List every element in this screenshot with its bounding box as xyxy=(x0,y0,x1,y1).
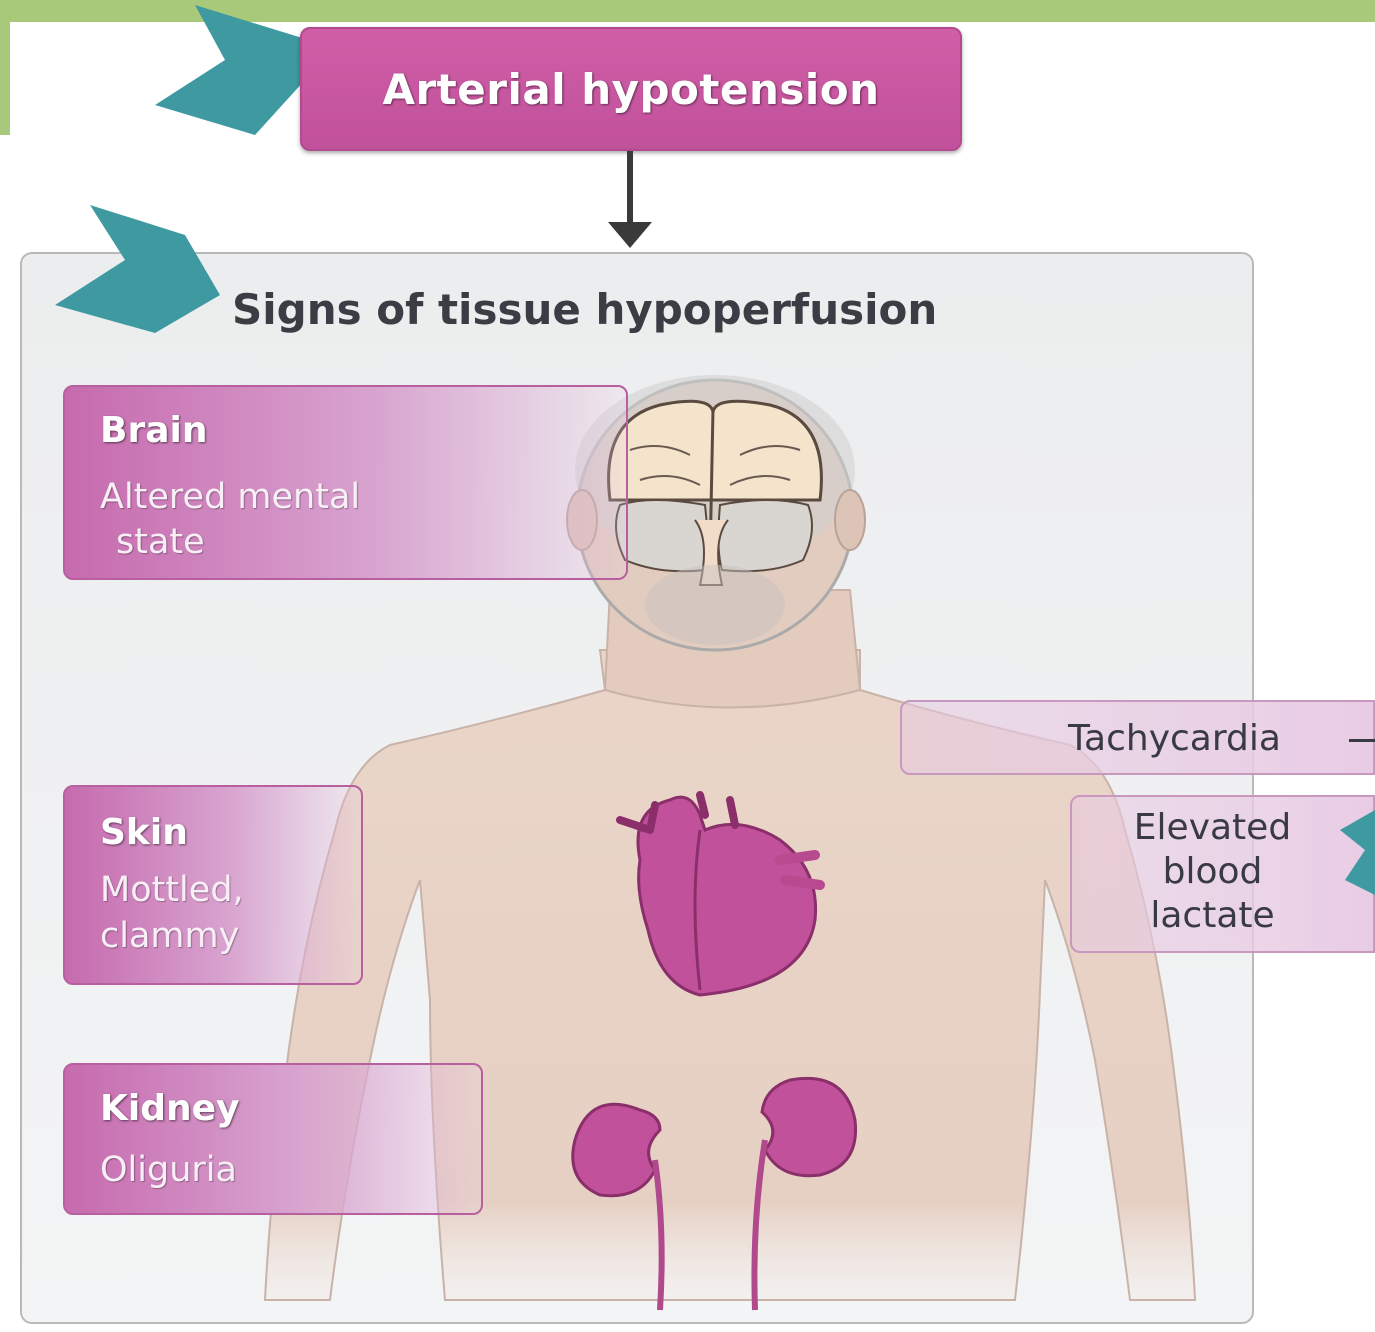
tachycardia-pointer-line xyxy=(1349,739,1375,742)
brain-shape xyxy=(609,401,822,585)
tachycardia-label: Tachycardia xyxy=(1068,717,1281,761)
kidney-sign-line1: Oliguria xyxy=(100,1148,237,1192)
skin-organ-label: Skin xyxy=(100,812,188,853)
brain-sign-line1: Altered mental xyxy=(100,475,360,519)
brain-organ-label: Brain xyxy=(100,410,207,451)
skin-sign-line1: Mottled, xyxy=(100,868,244,912)
brain-sign-line2: state xyxy=(116,520,205,564)
lactate-line2: blood xyxy=(1090,850,1335,894)
skin-sign-line2: clammy xyxy=(100,914,239,958)
chevron-arrow-icon xyxy=(1340,810,1375,895)
lactate-line3: lactate xyxy=(1090,894,1335,938)
lactate-label: Elevated blood lactate xyxy=(1090,806,1335,938)
lactate-line1: Elevated xyxy=(1090,806,1335,850)
kidney-organ-label: Kidney xyxy=(100,1088,240,1129)
kidney-sign-box xyxy=(63,1063,483,1215)
